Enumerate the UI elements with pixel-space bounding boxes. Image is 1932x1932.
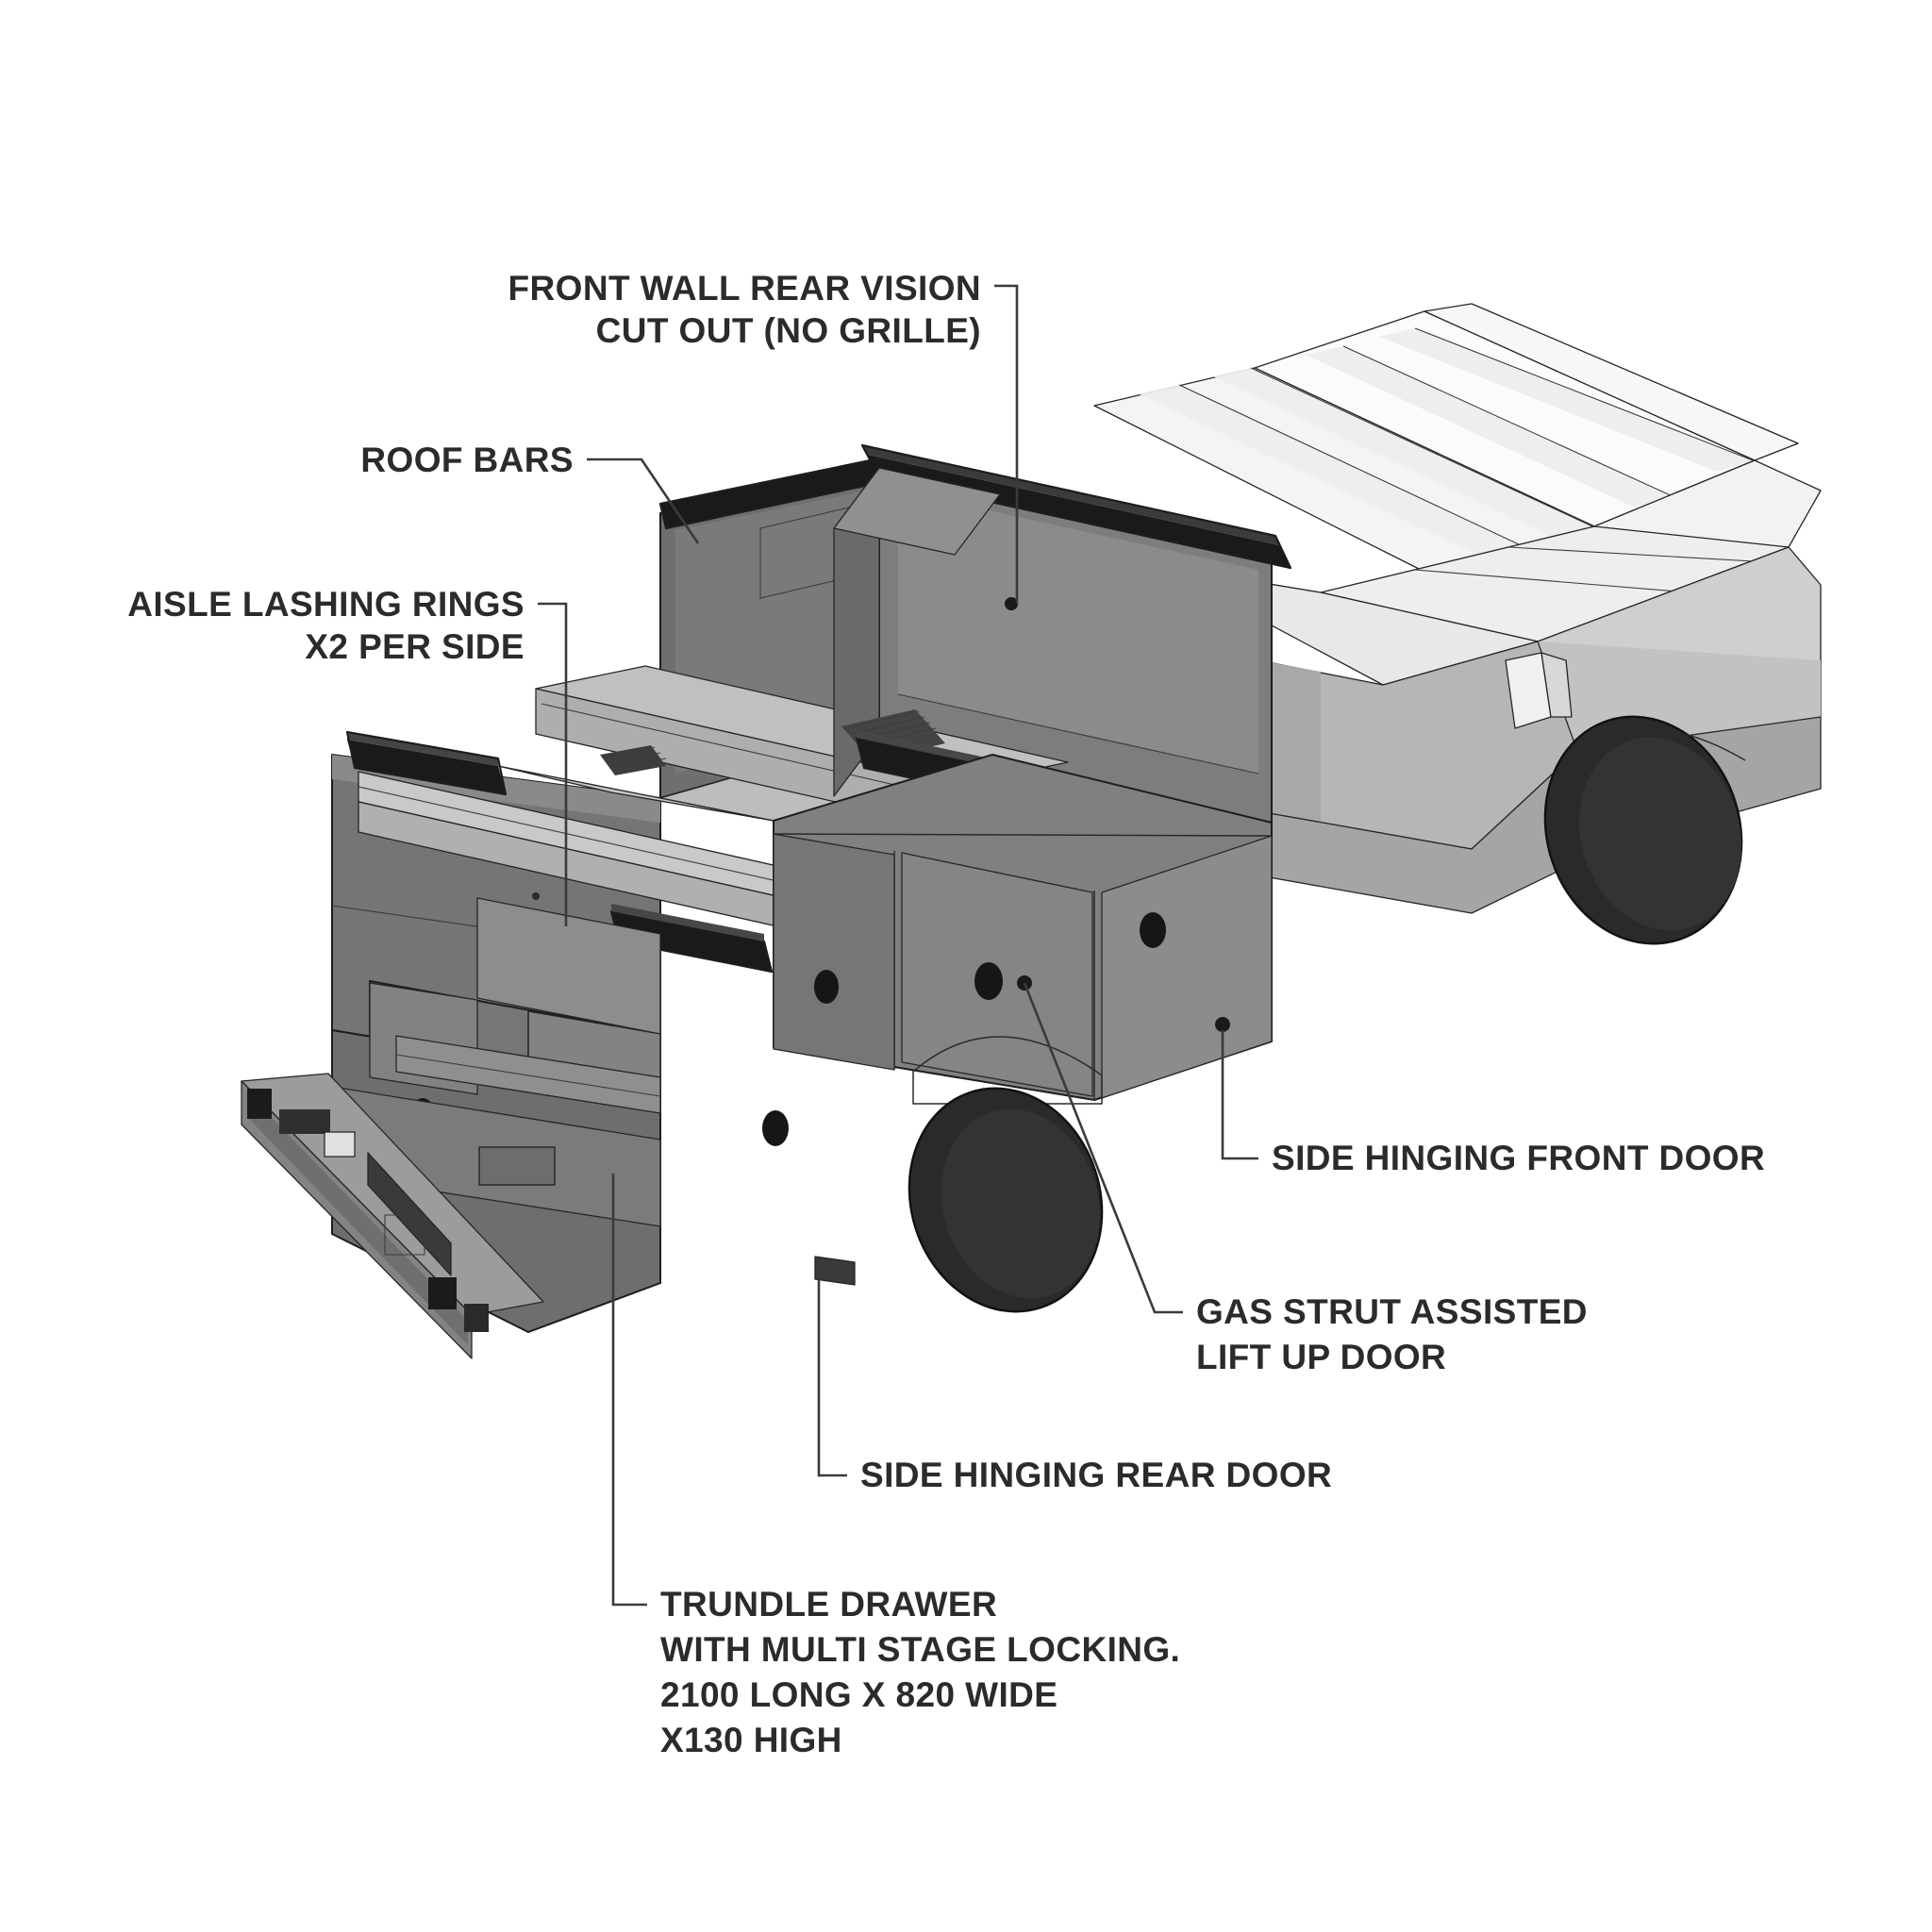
front-door-lock (1215, 1017, 1230, 1032)
cab-front-cowl (1424, 303, 1799, 461)
bulkhead-centre-face (833, 467, 1001, 556)
front-door-handle (1140, 912, 1166, 948)
callout-side-hinging-rear-door: SIDE HINGING REAR DOOR (817, 1267, 1332, 1494)
leader-line-gas-strut-assisted-lift-up-door (1023, 982, 1183, 1314)
roof-bar-near-left-cap (347, 732, 498, 766)
callout-roof-bars: ROOF BARS (360, 441, 700, 544)
bumper-plate-b (324, 1131, 356, 1158)
bumper-number-plate (367, 1152, 452, 1276)
near-inner-panel (476, 897, 661, 1035)
callout-line: TRUNDLE DRAWER (660, 1585, 997, 1624)
rear-corner-tab-side (1541, 652, 1573, 718)
callout-label-side-hinging-rear-door: SIDE HINGING REAR DOOR (860, 1456, 1332, 1494)
callout-line: X130 HIGH (660, 1721, 842, 1759)
far-side-wall-crease (897, 693, 1259, 774)
callout-label-trundle-drawer: TRUNDLE DRAWER WITH MULTI STAGE LOCKING. 2… (660, 1585, 1180, 1759)
rear-wheel-inner (941, 1108, 1101, 1299)
cab-roof-rib-a (1140, 385, 1521, 557)
chassis-cab-group (1093, 303, 1822, 945)
tray-deck-crease-1 (1414, 569, 1690, 593)
cab-roof-rib-line-2 (1250, 367, 1593, 527)
front-wheel-arch (1565, 727, 1746, 761)
trundle-drawer-seam (395, 1054, 661, 1097)
leader-line-front-wall-rear-vision (994, 284, 1019, 604)
leader-line-trundle-drawer (611, 1174, 647, 1607)
cab-roof-rib-line-4 (1414, 327, 1754, 461)
leader-line-roof-bars (587, 458, 700, 544)
near-wall-fastener-c (532, 892, 540, 900)
internal-grid-detail-2 (600, 745, 667, 775)
roof-bar-lower-centre-cap (611, 904, 764, 941)
callout-line: LIFT UP DOOR (1196, 1338, 1446, 1376)
rear-compartment-handle (814, 970, 839, 1004)
callout-label-side-hinging-front-door: SIDE HINGING FRONT DOOR (1272, 1139, 1765, 1177)
leader-line-side-hinging-rear-door (817, 1267, 847, 1477)
callout-line: AISLE LASHING RINGS (127, 585, 525, 624)
callout-line: GAS STRUT ASSISTED (1196, 1292, 1588, 1331)
bumper-tail-light-right (428, 1277, 457, 1309)
side-hinging-front-door-panel (1101, 835, 1273, 1099)
rear-bumper-face-shade (249, 1094, 468, 1345)
roof-bar-rear-wall (660, 458, 887, 528)
far-side-wall-inner-face (898, 491, 1258, 774)
roof-bar-near-left-edge (345, 730, 508, 796)
callout-gas-strut-assisted-lift-up-door: GAS STRUT ASSISTED LIFT UP DOOR (1023, 982, 1588, 1376)
cab-roof-rib-c (1306, 346, 1685, 513)
callout-label-gas-strut-assisted-lift-up-door: GAS STRUT ASSISTED LIFT UP DOOR (1196, 1292, 1588, 1376)
cab-roof-rib-line-3 (1342, 345, 1686, 503)
body-wheel-arch (912, 1036, 1103, 1105)
lift-up-door-handle (974, 962, 1003, 1000)
trundle-drawer-slide (395, 1035, 661, 1114)
roof-bar-far-rear (868, 455, 1291, 568)
centre-deck-crease (541, 703, 961, 801)
service-body-group (241, 443, 1292, 1359)
callout-trundle-drawer: TRUNDLE DRAWER WITH MULTI STAGE LOCKING. 2… (611, 1174, 1180, 1759)
rear-compartment-face (773, 833, 895, 1071)
cab-roof-rib-b (1213, 368, 1592, 538)
cab-roof-rib-d (1379, 328, 1753, 472)
cab-side-panel-shadow (1258, 660, 1321, 821)
bumper-plate-a (279, 1109, 330, 1134)
cab-roof-rib-line-1 (1178, 384, 1522, 546)
rear-step-cut (384, 1214, 425, 1256)
callout-side-hinging-front-door: SIDE HINGING FRONT DOOR (1221, 1030, 1765, 1177)
front-wheel-inner (1578, 737, 1742, 931)
bumper-tail-light-right-2 (464, 1304, 489, 1332)
roof-bar-lower-centre (611, 911, 772, 972)
tray-deck-crease-2 (1508, 546, 1771, 563)
callout-line: 2100 LONG X 820 WIDE (660, 1675, 1058, 1714)
callout-line: ROOF BARS (360, 441, 574, 479)
callout-line: X2 PER SIDE (305, 627, 525, 666)
trundle-drawer-lock-plate (478, 1146, 556, 1186)
roof-bar-near-left (347, 740, 506, 794)
under-body-bracket (814, 1256, 856, 1286)
callout-label-roof-bars: ROOF BARS (360, 441, 574, 479)
near-door-handle-b (762, 1110, 789, 1146)
bumper-tail-light-left (247, 1089, 272, 1119)
leader-line-side-hinging-front-door (1221, 1030, 1258, 1160)
door-seam-top (773, 833, 1273, 837)
callout-line: SIDE HINGING FRONT DOOR (1272, 1139, 1765, 1177)
far-wall-fastener (1005, 597, 1018, 610)
roof-bar-far-rear-top (862, 445, 1279, 545)
callout-line: SIDE HINGING REAR DOOR (860, 1456, 1332, 1494)
leader-line-aisle-lashing-rings (538, 602, 568, 926)
callout-line: FRONT WALL REAR VISION (508, 269, 981, 308)
callout-line: WITH MULTI STAGE LOCKING. (660, 1630, 1180, 1669)
callout-line: CUT OUT (NO GRILLE) (596, 311, 981, 350)
